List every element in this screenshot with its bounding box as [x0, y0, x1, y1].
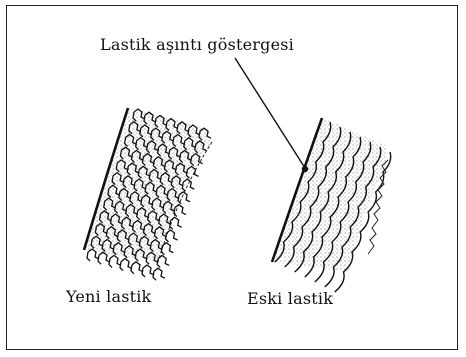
indicator-pointer-dot	[302, 166, 308, 172]
old-tire-label: Eski lastik	[247, 289, 333, 308]
wear-indicator-label: Lastik aşıntı göstergesi	[100, 35, 294, 54]
new-tire-tread	[84, 108, 212, 280]
indicator-leader-line	[235, 58, 305, 168]
new-tire-label: Yeni lastik	[66, 287, 151, 306]
